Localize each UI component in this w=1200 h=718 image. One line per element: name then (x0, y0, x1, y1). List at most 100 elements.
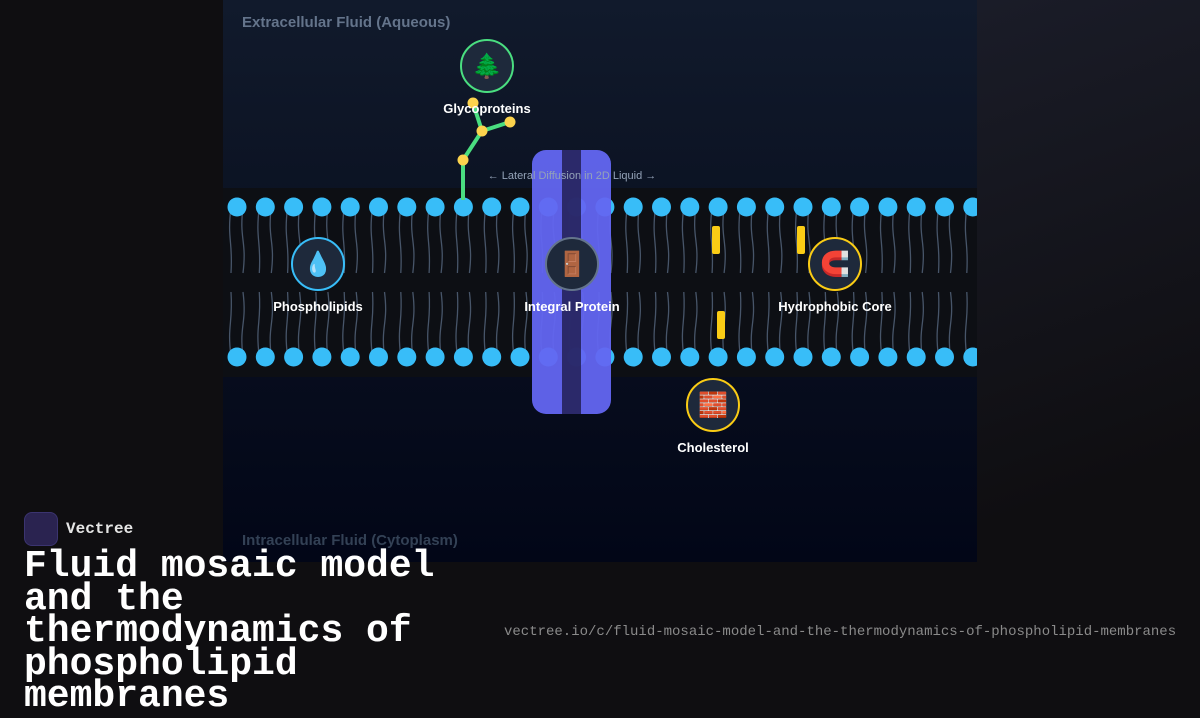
phospholipid-head (340, 197, 360, 217)
lipid-tail (342, 291, 359, 358)
sugar-node (476, 125, 488, 137)
phospholipid-head (340, 347, 360, 367)
page-title: Fluid mosaic model and the thermodynamic… (24, 545, 435, 718)
phospholipid-head (821, 197, 841, 217)
phospholipid-head (482, 197, 502, 217)
brand-name: Vectree (66, 520, 134, 538)
lipid-tail (766, 206, 783, 274)
sugar-node (504, 116, 516, 128)
phospholipid-head (482, 347, 502, 367)
lipid-tail (511, 206, 528, 274)
phospholipid-head (369, 347, 388, 367)
lipid-tail (427, 206, 443, 274)
node-label: Integral Protein (524, 299, 620, 314)
phospholipid-head (906, 197, 926, 217)
node-integral-protein[interactable]: 🚪 (545, 237, 599, 291)
background (977, 0, 1200, 675)
lipid-tail (370, 291, 387, 358)
phospholipid-head (793, 197, 813, 217)
page-url: vectree.io/c/fluid-mosaic-model-and-the-… (504, 624, 1177, 640)
node-label: Glycoproteins (443, 101, 531, 116)
phospholipid-head (425, 347, 445, 367)
lipid-tail (908, 291, 925, 358)
phospholipid-head (736, 347, 756, 367)
node-cholesterol[interactable]: 🧱 (686, 378, 740, 432)
lipid-tail (455, 206, 472, 274)
phospholipid-head (227, 347, 247, 367)
phospholipid-head (312, 347, 332, 367)
phospholipid-head (765, 197, 785, 217)
lipid-tail (710, 206, 726, 274)
phospholipid-head (963, 347, 977, 367)
lipid-tail (879, 206, 896, 274)
phospholipid-head (623, 197, 643, 217)
lipid-tail (228, 291, 245, 358)
phospholipid-head (878, 347, 898, 367)
lipid-tail (228, 206, 245, 274)
sugar-node (457, 154, 469, 166)
lipid-tail (483, 291, 500, 358)
phospholipid-head (623, 347, 643, 367)
lipid-tail (823, 291, 840, 358)
phospholipid-head (397, 197, 417, 217)
brand: Vectree (24, 512, 133, 546)
phospholipid-head (850, 197, 870, 217)
lipid-tail (738, 206, 755, 274)
lipid-tail (455, 291, 472, 358)
lipid-tail (879, 291, 896, 358)
phospholipid-head (284, 197, 304, 217)
lipid-tail (738, 291, 755, 358)
node-hydrophobic-core[interactable]: 🧲 (808, 237, 862, 291)
phospholipid-head (680, 347, 700, 367)
lipid-tail (398, 206, 415, 274)
lipid-tail (625, 291, 642, 358)
phospholipid-head (425, 197, 445, 217)
node-label: Cholesterol (677, 440, 749, 455)
brick-icon: 🧱 (698, 391, 728, 419)
tree-icon: 🌲 (472, 52, 502, 80)
phospholipid-head (935, 197, 954, 217)
extracellular-label: Extracellular Fluid (Aqueous) (242, 14, 451, 31)
phospholipid-head (793, 347, 813, 367)
cholesterol-molecule (797, 226, 805, 254)
intracellular-label: Intracellular Fluid (Cytoplasm) (242, 532, 458, 549)
lipid-tail (964, 206, 977, 274)
node-label: Phospholipids (273, 299, 363, 314)
phospholipid-head (312, 197, 332, 217)
phospholipid-head (736, 197, 756, 217)
lipid-tail (936, 206, 953, 274)
lipid-tail (766, 291, 783, 358)
cholesterol-molecule (712, 226, 720, 254)
lipid-tail (851, 291, 868, 358)
node-phospholipids[interactable]: 💧 (291, 237, 345, 291)
phospholipid-head (935, 347, 954, 367)
phospholipid-head (227, 197, 247, 217)
lipid-tail (625, 206, 642, 274)
lipid-tail (681, 206, 698, 274)
lipid-tail (257, 291, 274, 358)
lipid-tail (653, 291, 670, 358)
lipid-tail (257, 206, 274, 274)
lipid-tail (936, 291, 953, 358)
lipid-tail (285, 291, 302, 358)
phospholipid-head (510, 197, 530, 217)
phospholipid-head (652, 347, 671, 367)
phospholipid-head (510, 347, 530, 367)
lipid-tail (908, 206, 925, 274)
phospholipid-head (369, 197, 388, 217)
phospholipid-head (963, 197, 977, 217)
lipid-tail (398, 291, 415, 358)
lipid-tail (681, 291, 698, 358)
phospholipid-head (397, 347, 417, 367)
phospholipid-head (255, 197, 275, 217)
node-glycoproteins[interactable]: 🌲 (460, 39, 514, 93)
phospholipid-head (680, 197, 700, 217)
vectree-logo-icon (24, 512, 58, 546)
phospholipid-head (652, 197, 671, 217)
door-icon: 🚪 (557, 250, 587, 278)
phospholipid-head (878, 197, 898, 217)
lipid-tail (313, 291, 330, 358)
lipid-tail (653, 206, 670, 274)
lipid-tail (483, 206, 500, 274)
lipid-tail (964, 291, 977, 358)
